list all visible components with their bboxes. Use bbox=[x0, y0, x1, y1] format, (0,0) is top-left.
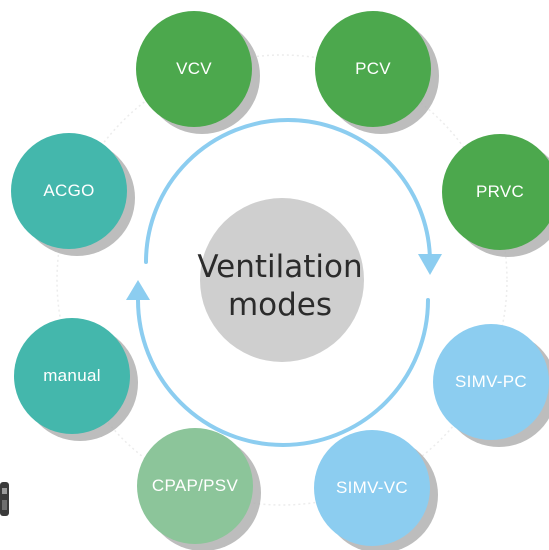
guide-circle bbox=[56, 54, 508, 506]
center-label-line1: Ventilation bbox=[197, 249, 363, 285]
upper-arrowhead bbox=[418, 254, 442, 275]
lower-cycle-arrow bbox=[136, 298, 430, 447]
center-label: Ventilation modes bbox=[180, 248, 380, 324]
mode-label-simv-vc: SIMV-VC bbox=[335, 478, 408, 497]
lower-arrowhead bbox=[126, 280, 150, 300]
mode-node-manual[interactable]: manual bbox=[14, 318, 130, 434]
mode-node-simv-vc[interactable]: SIMV-VC bbox=[314, 430, 430, 546]
mode-label-acgo: ACGO bbox=[43, 181, 95, 200]
mode-node-prvc[interactable]: PRVC bbox=[442, 134, 549, 250]
mode-node-cpap-psv[interactable]: CPAP/PSV bbox=[137, 428, 253, 544]
mode-label-vcv: VCV bbox=[176, 59, 212, 78]
mode-label-prvc: PRVC bbox=[475, 182, 525, 201]
mode-node-acgo[interactable]: ACGO bbox=[11, 133, 127, 249]
center-label-line2: modes bbox=[227, 287, 333, 323]
mode-label-pcv: PCV bbox=[355, 59, 391, 78]
mode-node-pcv[interactable]: PCV bbox=[315, 11, 431, 127]
mode-label-manual: manual bbox=[43, 366, 101, 385]
upper-cycle-arrow bbox=[144, 118, 432, 264]
mode-label-simv-pc: SIMV-PC bbox=[454, 372, 527, 391]
mode-node-vcv[interactable]: VCV bbox=[136, 11, 252, 127]
mode-node-simv-pc[interactable]: SIMV-PC bbox=[433, 324, 549, 440]
device-fragment-icon bbox=[0, 482, 9, 516]
mode-label-cpap-psv: CPAP/PSV bbox=[151, 476, 239, 495]
center-circle bbox=[200, 198, 364, 362]
